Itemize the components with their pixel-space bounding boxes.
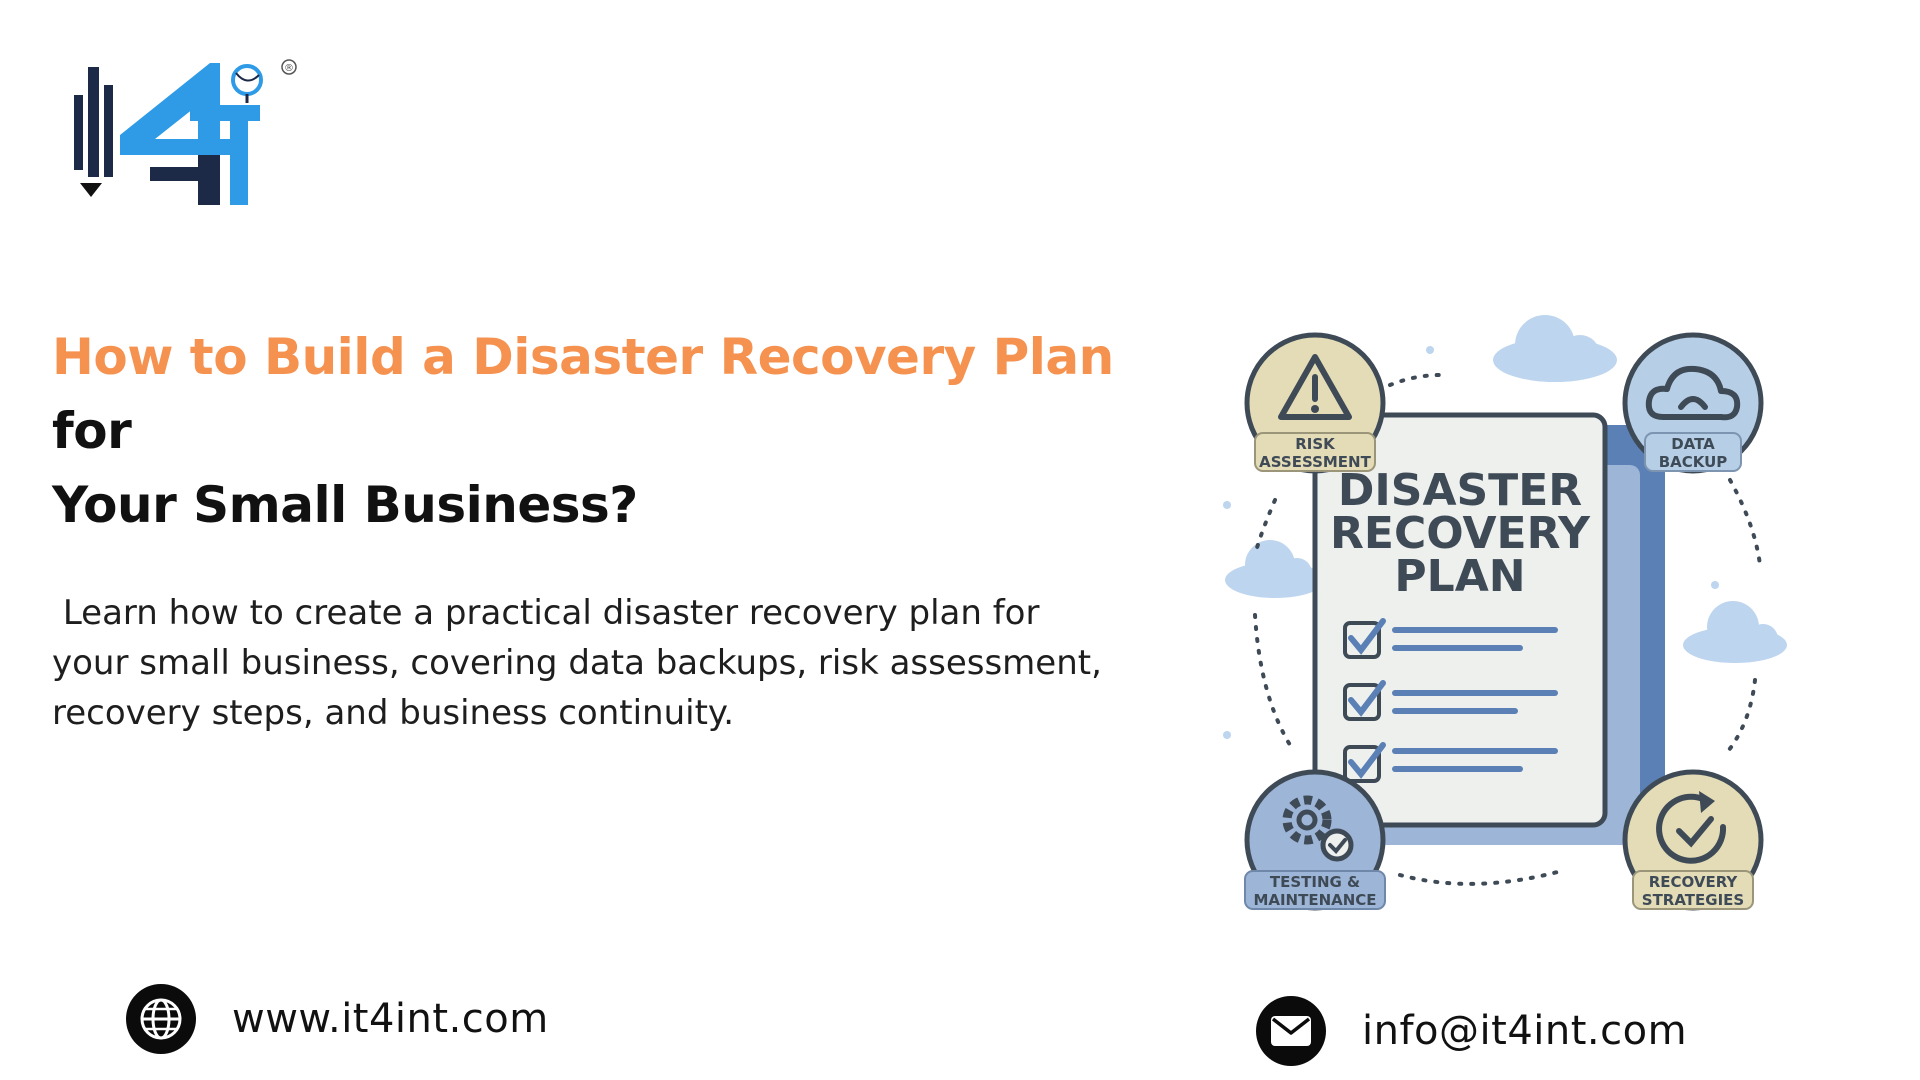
globe-icon <box>126 984 196 1054</box>
badge-label: ASSESSMENT <box>1259 453 1371 471</box>
gear-icon <box>1282 795 1332 845</box>
logo-bar-3 <box>104 85 113 177</box>
logo-t-stem <box>230 115 248 205</box>
badge-label: MAINTENANCE <box>1253 891 1376 909</box>
checkbox-icon <box>1343 683 1381 721</box>
doc-title-2: RECOVERY <box>1330 508 1591 559</box>
badge-label: TESTING & <box>1270 873 1360 891</box>
title-accent: How to Build a Disaster Recovery Plan <box>52 328 1114 386</box>
badge-label: STRATEGIES <box>1642 891 1744 909</box>
email-link[interactable]: info@it4int.com <box>1362 1008 1688 1054</box>
description: Learn how to create a practical disaster… <box>52 593 1102 733</box>
warning-icon <box>1278 354 1352 420</box>
title-rest-2: Your Small Business? <box>52 476 638 534</box>
dotted-connectors <box>1253 373 1762 886</box>
checkbox-icon <box>1343 621 1381 659</box>
cloud-icon <box>1493 315 1617 382</box>
checklist <box>1343 618 1558 783</box>
logo-dark-block <box>198 155 220 205</box>
cloud-icon <box>1225 540 1325 598</box>
logo-dark-bar <box>150 167 200 181</box>
logo-bar-1 <box>74 95 83 170</box>
mail-icon <box>1256 996 1326 1066</box>
company-logo: ® <box>74 59 297 205</box>
badge-testing-maintenance: TESTING & MAINTENANCE <box>1244 769 1386 911</box>
logo-t-top <box>190 105 260 121</box>
badge-label: RECOVERY <box>1649 873 1739 891</box>
recovery-plan-document: DISASTER RECOVERY PLAN <box>1312 412 1665 845</box>
checkbox-icon <box>1343 745 1381 783</box>
cloud-backup-icon <box>1645 365 1741 421</box>
email-contact[interactable]: info@it4int.com <box>1256 996 1687 1066</box>
badge-label: DATA <box>1671 435 1715 453</box>
badge-recovery-strategies: RECOVERY STRATEGIES <box>1622 769 1764 911</box>
badge-data-backup: DATA BACKUP <box>1622 332 1764 474</box>
check-circle-icon <box>1320 828 1354 862</box>
doc-title-1: DISASTER <box>1338 465 1582 516</box>
logo-bar-2 <box>88 67 99 177</box>
disaster-recovery-illustration: DISASTER RECOVERY PLAN RISK ASSESSMENT <box>1223 315 1787 911</box>
registered-mark: ® <box>284 63 294 74</box>
badge-label: BACKUP <box>1659 453 1728 471</box>
badge-label: RISK <box>1295 435 1336 453</box>
doc-title-3: PLAN <box>1394 551 1525 602</box>
website-link[interactable]: www.it4int.com <box>232 996 549 1042</box>
badge-risk-assessment: RISK ASSESSMENT <box>1244 332 1386 474</box>
logo-four <box>120 63 235 155</box>
website-contact[interactable]: www.it4int.com <box>126 984 549 1054</box>
title-rest-1: for <box>52 402 132 460</box>
refresh-check-icon <box>1656 793 1727 864</box>
page-title: How to Build a Disaster Recovery Plan fo… <box>52 320 1152 542</box>
cloud-icon <box>1683 601 1787 663</box>
logo-pencil-tip <box>80 183 102 197</box>
